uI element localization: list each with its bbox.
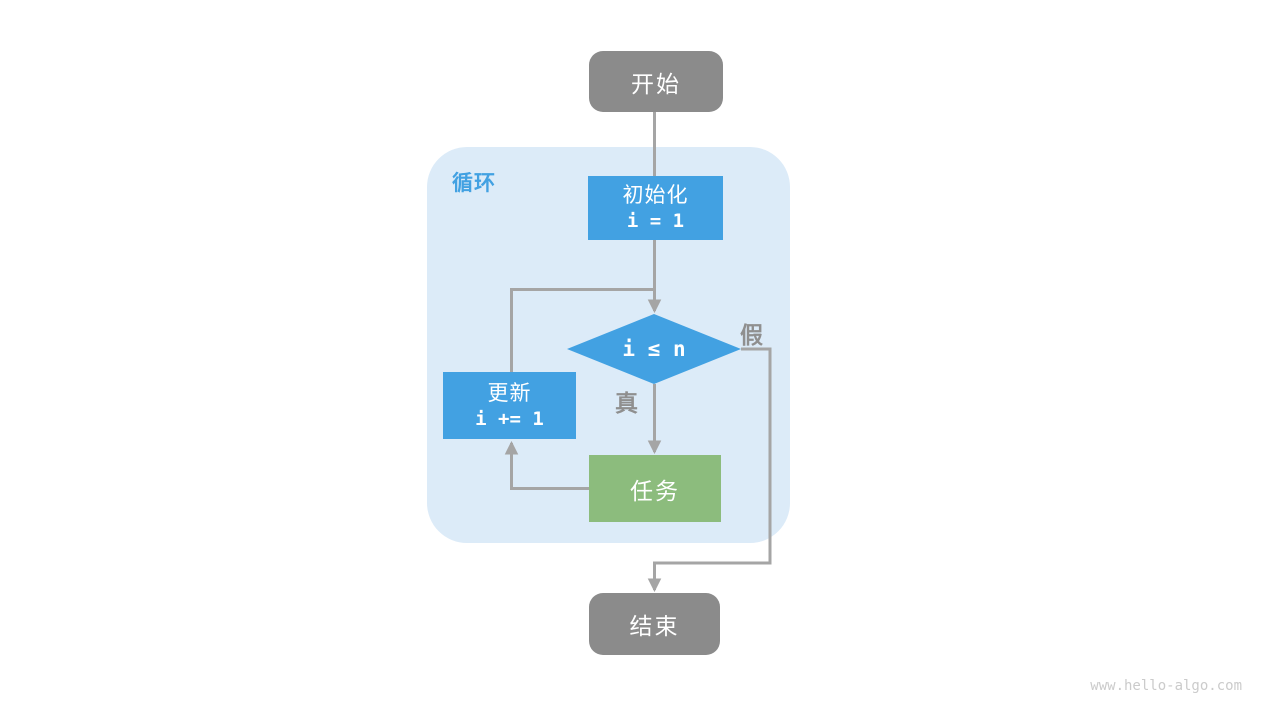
node-update: 更新 i += 1: [443, 372, 576, 439]
condition-label: i ≤ n: [622, 336, 686, 361]
edge-label-true: 真: [615, 390, 638, 416]
loop-region-label: 循环: [452, 172, 496, 195]
node-end-label: 结束: [629, 613, 680, 639]
edge-label-false: 假: [740, 322, 763, 348]
condition-diamond: [567, 314, 741, 384]
node-init: 初始化 i = 1: [588, 176, 723, 240]
node-task-label: 任务: [630, 477, 680, 504]
node-init-title: 初始化: [622, 184, 689, 207]
edge-condition-to-end: [647, 347, 772, 593]
watermark: www.hello-algo.com: [1090, 678, 1242, 694]
node-update-title: 更新: [487, 381, 532, 405]
node-update-code: i += 1: [475, 407, 544, 430]
node-end: 结束: [589, 593, 720, 655]
node-task: 任务: [589, 455, 721, 522]
node-init-code: i = 1: [626, 210, 685, 232]
node-start: 开始: [589, 51, 723, 112]
node-start-label: 开始: [631, 70, 681, 97]
edge-update-to-junction: [510, 288, 655, 372]
edge-task-to-update: [504, 440, 589, 490]
